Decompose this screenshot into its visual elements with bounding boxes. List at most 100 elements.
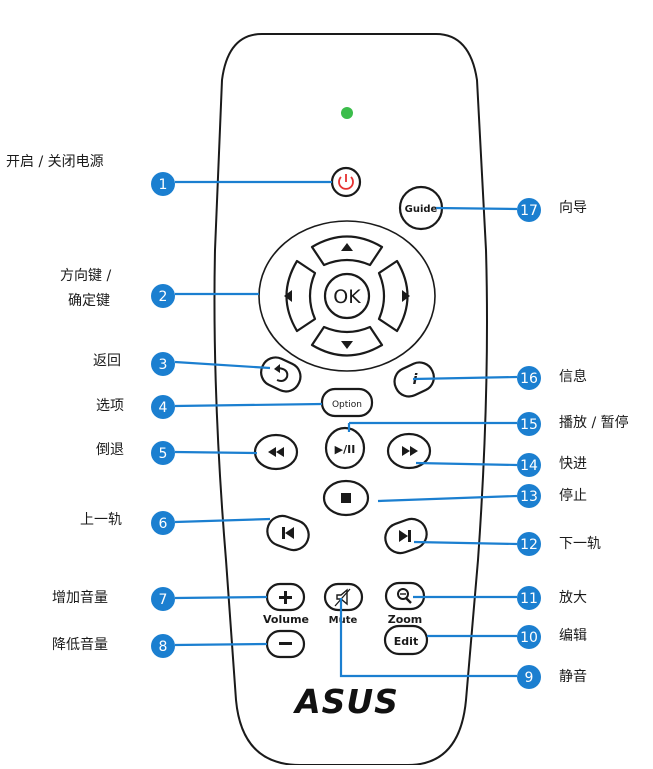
ok-button[interactable]: OK — [323, 272, 371, 320]
guide-label: Guide — [405, 204, 438, 215]
svg-text:4: 4 — [159, 400, 168, 416]
dpad-right-button[interactable] — [377, 259, 410, 333]
callout-badge-12: 12 — [517, 532, 541, 556]
previous-track-button[interactable] — [263, 512, 313, 555]
label-option: 选项 — [96, 398, 124, 414]
callout-badge-1: 1 — [151, 172, 175, 196]
mute-label: Mute — [329, 615, 358, 626]
zoom-label: Zoom — [388, 613, 423, 626]
callout-lines — [174, 180, 518, 678]
power-icon — [338, 176, 354, 190]
right-arrow-icon — [402, 290, 410, 302]
label-guide: 向导 — [559, 200, 587, 216]
label-edit: 编辑 — [559, 628, 587, 644]
label-direction: 方向键 / — [60, 268, 112, 284]
svg-text:15: 15 — [520, 417, 538, 433]
label-power: 开启 / 关闭电源 — [6, 154, 104, 170]
svg-text:7: 7 — [159, 592, 168, 608]
stop-button[interactable] — [322, 479, 370, 517]
mute-icon — [336, 588, 348, 606]
status-led — [341, 107, 353, 119]
callout-badge-10: 10 — [517, 625, 541, 649]
label-volume-down: 降低音量 — [52, 637, 108, 653]
dpad-ring — [258, 220, 436, 372]
callout-badge-7: 7 — [151, 587, 175, 611]
edit-label: Edit — [394, 635, 418, 648]
callout-badge-5: 5 — [151, 441, 175, 465]
svg-text:6: 6 — [159, 516, 168, 532]
zoom-icon — [397, 588, 409, 600]
callout-badge-6: 6 — [151, 511, 175, 535]
edit-button[interactable]: Edit — [383, 624, 429, 656]
dpad-down-button[interactable] — [310, 325, 384, 357]
callout-badge-15: 15 — [517, 412, 541, 436]
callout-badge-2: 2 — [151, 284, 175, 308]
fast-forward-button[interactable] — [386, 432, 432, 470]
svg-text:17: 17 — [520, 203, 538, 219]
svg-text:8: 8 — [159, 639, 168, 655]
callout-badge-11: 11 — [517, 586, 541, 610]
minus-icon — [279, 642, 292, 645]
option-button[interactable]: Option — [320, 387, 374, 418]
ok-label: OK — [333, 286, 361, 308]
svg-text:11: 11 — [520, 591, 538, 607]
dpad-up-button[interactable] — [310, 235, 384, 267]
label-previous-track: 上一轨 — [80, 512, 122, 528]
callout-badge-17: 17 — [517, 198, 541, 222]
previous-track-icon — [282, 527, 294, 539]
callout-badge-13: 13 — [517, 484, 541, 508]
guide-button[interactable]: Guide — [398, 185, 444, 231]
up-arrow-icon — [341, 243, 353, 251]
callout-badge-16: 16 — [517, 366, 541, 390]
label-direction-2: 确定键 — [68, 293, 110, 309]
asus-logo: ASUS — [292, 682, 399, 721]
option-label: Option — [332, 400, 362, 410]
rewind-icon — [268, 447, 284, 457]
dpad-left-button[interactable] — [284, 259, 317, 333]
svg-text:9: 9 — [525, 670, 534, 686]
svg-text:16: 16 — [520, 371, 538, 387]
callout-badge-14: 14 — [517, 453, 541, 477]
plus-icon — [279, 591, 292, 604]
mute-button[interactable] — [323, 582, 364, 612]
label-back: 返回 — [93, 353, 121, 369]
svg-text:2: 2 — [159, 289, 168, 305]
power-button[interactable] — [330, 166, 362, 198]
down-arrow-icon — [341, 341, 353, 349]
left-arrow-icon — [284, 290, 292, 302]
label-info: 信息 — [559, 369, 587, 385]
callout-badge-9: 9 — [517, 665, 541, 689]
callout-badge-3: 3 — [151, 352, 175, 376]
next-track-icon — [399, 530, 411, 542]
svg-text:10: 10 — [520, 630, 538, 646]
label-fast-forward: 快进 — [559, 456, 587, 472]
play-pause-icon: ▶/II — [335, 443, 356, 456]
volume-down-button[interactable] — [265, 629, 306, 659]
callout-badge-4: 4 — [151, 395, 175, 419]
next-track-button[interactable] — [381, 515, 431, 558]
label-volume-up: 增加音量 — [52, 590, 108, 606]
label-rewind: 倒退 — [96, 442, 124, 458]
back-icon — [276, 367, 289, 382]
fast-forward-icon — [402, 446, 418, 456]
volume-label: Volume — [263, 613, 309, 626]
svg-text:14: 14 — [520, 458, 538, 474]
svg-text:1: 1 — [159, 177, 168, 193]
label-zoom: 放大 — [559, 590, 587, 606]
back-button[interactable] — [257, 353, 306, 396]
label-play-pause: 播放 / 暂停 — [559, 415, 629, 431]
callout-badge-8: 8 — [151, 634, 175, 658]
rewind-button[interactable] — [253, 433, 299, 471]
svg-text:3: 3 — [159, 357, 168, 373]
label-stop: 停止 — [559, 488, 587, 504]
svg-text:13: 13 — [520, 489, 538, 505]
label-mute: 静音 — [559, 669, 587, 685]
play-pause-button[interactable]: ▶/II — [324, 426, 366, 470]
label-next-track: 下一轨 — [559, 536, 601, 552]
stop-icon — [341, 493, 351, 503]
volume-up-button[interactable] — [265, 582, 306, 612]
svg-text:12: 12 — [520, 537, 538, 553]
